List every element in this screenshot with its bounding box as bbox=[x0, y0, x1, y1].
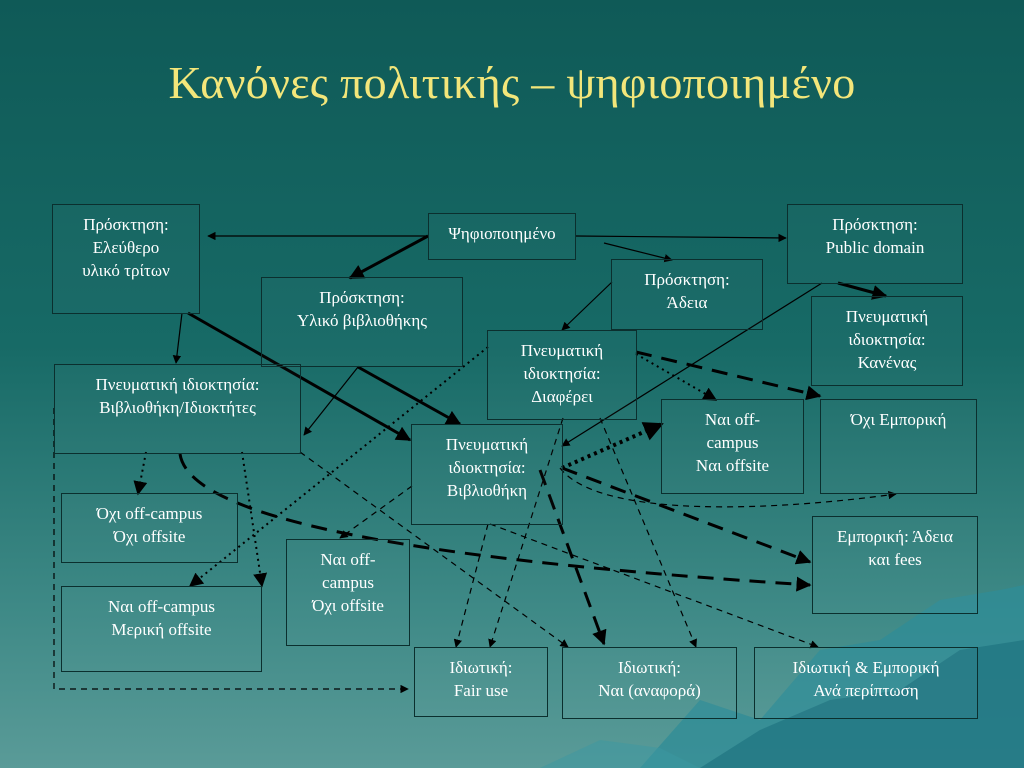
node-acq-library: Πρόσκτηση: Υλικό βιβλιοθήκης bbox=[261, 277, 463, 367]
node-ip-library: Πνευματική ιδιοκτησία: Βιβλιοθήκη bbox=[411, 424, 563, 525]
node-yes-off-no-off: Ναι off- campus Όχι offsite bbox=[286, 539, 410, 646]
arrow-acq-library-to-ip-library bbox=[357, 365, 462, 426]
arrow-ip-library-to-yes-off-yes-off bbox=[561, 422, 664, 470]
node-commercial-license: Εμπορική: Άδεια και fees bbox=[812, 516, 978, 614]
arrow-ip-varies-to-private-yes bbox=[599, 417, 697, 648]
node-ip-none: Πνευματική ιδιοκτησία: Κανένας bbox=[811, 296, 963, 386]
node-ip-varies-label: Πνευματική ιδιοκτησία: Διαφέρει bbox=[520, 341, 604, 406]
node-private-fair: Ιδιωτική: Fair use bbox=[414, 647, 548, 717]
node-ip-lib-owners: Πνευματική ιδιοκτησία: Βιβλιοθήκη/Ιδιοκτ… bbox=[54, 364, 301, 454]
arrow-ip-library-to-private-yes bbox=[538, 469, 607, 646]
node-private-yes: Ιδιωτική: Ναι (αναφορά) bbox=[562, 647, 737, 719]
node-yes-off-partial-label: Ναι off-campus Μερική offsite bbox=[107, 597, 216, 639]
arrow-acq-library-to-ip-lib-owners bbox=[303, 366, 359, 436]
arrow-digitized-to-acq-library bbox=[348, 234, 429, 280]
arrow-ip-library-to-yes-off-no-off bbox=[339, 485, 413, 539]
arrow-ip-varies-to-not-commercial bbox=[635, 350, 822, 401]
node-yes-off-partial: Ναι off-campus Μερική offsite bbox=[61, 586, 262, 672]
node-yes-off-yes-off: Ναι off- campus Ναι offsite bbox=[661, 399, 804, 494]
node-acq-license: Πρόσκτηση: Άδεια bbox=[611, 259, 763, 330]
node-digitized: Ψηφιοποιημένο bbox=[428, 213, 576, 260]
node-private-yes-label: Ιδιωτική: Ναι (αναφορά) bbox=[598, 658, 701, 700]
node-acq-public-label: Πρόσκτηση: Public domain bbox=[825, 215, 925, 257]
node-no-off-no-off: Όχι off-campus Όχι offsite bbox=[61, 493, 238, 563]
arrow-ip-lib-owners-to-private-fair bbox=[53, 408, 409, 694]
arrow-acq-license-to-ip-varies bbox=[561, 281, 613, 331]
node-no-off-no-off-label: Όχι off-campus Όχι offsite bbox=[96, 504, 203, 546]
arrow-acq-free-to-ip-library bbox=[187, 311, 412, 442]
node-private-fair-label: Ιδιωτική: Fair use bbox=[449, 658, 513, 700]
arrow-ip-library-to-commercial-license bbox=[561, 466, 812, 565]
arrow-digitized-to-acq-public bbox=[575, 233, 787, 243]
arrow-acq-public-to-ip-none bbox=[837, 281, 888, 300]
node-digitized-label: Ψηφιοποιημένο bbox=[448, 224, 556, 243]
arrow-ip-lib-owners-to-private-yes bbox=[299, 451, 569, 648]
node-yes-off-yes-off-label: Ναι off- campus Ναι offsite bbox=[695, 410, 770, 475]
arrow-ip-varies-to-private-fair bbox=[488, 417, 564, 648]
node-acq-license-label: Πρόσκτηση: Άδεια bbox=[644, 270, 730, 312]
arrow-ip-library-to-not-commercial bbox=[559, 467, 897, 508]
node-private-commercial: Ιδιωτική & Εμπορική Ανά περίπτωση bbox=[754, 647, 978, 719]
page-title: Κανόνες πολιτικής – ψηφιοποιημένο bbox=[168, 57, 856, 108]
arrow-ip-library-to-private-fair bbox=[453, 523, 489, 648]
node-acq-public: Πρόσκτηση: Public domain bbox=[787, 204, 963, 284]
arrow-ip-library-to-private-commercial bbox=[489, 523, 819, 649]
arrow-ip-lib-owners-to-no-off-no-off bbox=[133, 451, 148, 496]
node-acq-free-label: Πρόσκτηση: Ελεύθερο υλικό τρίτων bbox=[82, 215, 170, 280]
node-commercial-license-label: Εμπορική: Άδεια και fees bbox=[836, 527, 954, 569]
node-private-commercial-label: Ιδιωτική & Εμπορική Ανά περίπτωση bbox=[792, 658, 940, 700]
node-yes-off-no-off-label: Ναι off- campus Όχι offsite bbox=[312, 550, 384, 615]
arrow-ip-lib-owners-to-commercial-license bbox=[178, 453, 812, 592]
arrow-ip-lib-owners-to-yes-off-partial bbox=[241, 451, 268, 588]
node-not-commercial: Όχι Εμπορική bbox=[820, 399, 977, 494]
node-ip-library-label: Πνευματική ιδιοκτησία: Βιβλιοθήκη bbox=[445, 435, 529, 500]
node-acq-library-label: Πρόσκτηση: Υλικό βιβλιοθήκης bbox=[296, 288, 428, 330]
arrow-ip-varies-to-yes-off-partial bbox=[188, 346, 489, 587]
node-ip-varies: Πνευματική ιδιοκτησία: Διαφέρει bbox=[487, 330, 637, 420]
node-acq-free: Πρόσκτηση: Ελεύθερο υλικό τρίτων bbox=[52, 204, 200, 314]
node-not-commercial-label: Όχι Εμπορική bbox=[850, 410, 947, 429]
arrow-acq-free-to-ip-lib-owners bbox=[172, 312, 183, 364]
arrow-digitized-to-acq-license bbox=[603, 242, 673, 263]
node-ip-none-label: Πνευματική ιδιοκτησία: Κανένας bbox=[845, 307, 929, 372]
node-ip-lib-owners-label: Πνευματική ιδιοκτησία: Βιβλιοθήκη/Ιδιοκτ… bbox=[95, 375, 260, 417]
